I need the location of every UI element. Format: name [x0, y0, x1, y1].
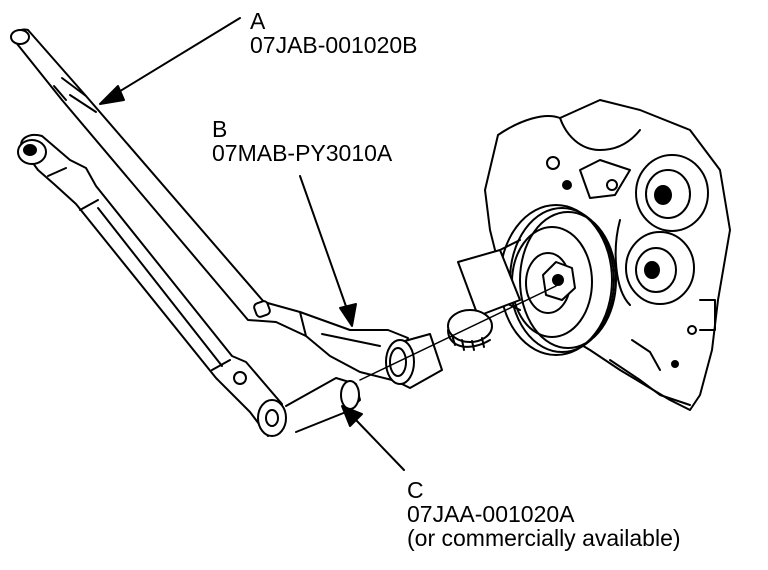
tool-b-offset-adapter — [299, 311, 443, 389]
tool-a-handle — [10, 28, 317, 337]
belt-tensioner-pulleys — [614, 154, 709, 306]
callout-b: B 07MAB-PY3010A — [212, 117, 392, 165]
callout-c-part-number: 07JAA-001020A — [407, 501, 575, 527]
callout-b-part-number: 07MAB-PY3010A — [212, 140, 393, 166]
crank-nose-socket — [447, 249, 521, 351]
crankshaft-pulley — [499, 204, 617, 356]
drive-centerline — [359, 285, 557, 381]
leader-a — [99, 17, 241, 105]
leader-b — [299, 175, 357, 327]
tool-c-handle — [17, 134, 361, 437]
callout-a-letter: A — [250, 8, 266, 34]
callout-c: C 07JAA-001020A (or commercially availab… — [407, 478, 681, 550]
callout-c-letter: C — [407, 477, 424, 503]
leader-c — [341, 405, 405, 471]
callout-c-note: (or commercially available) — [407, 525, 681, 551]
callout-b-letter: B — [212, 116, 228, 142]
callout-a-part-number: 07JAB-001020B — [250, 32, 418, 58]
callout-a: A 07JAB-001020B — [250, 9, 418, 57]
